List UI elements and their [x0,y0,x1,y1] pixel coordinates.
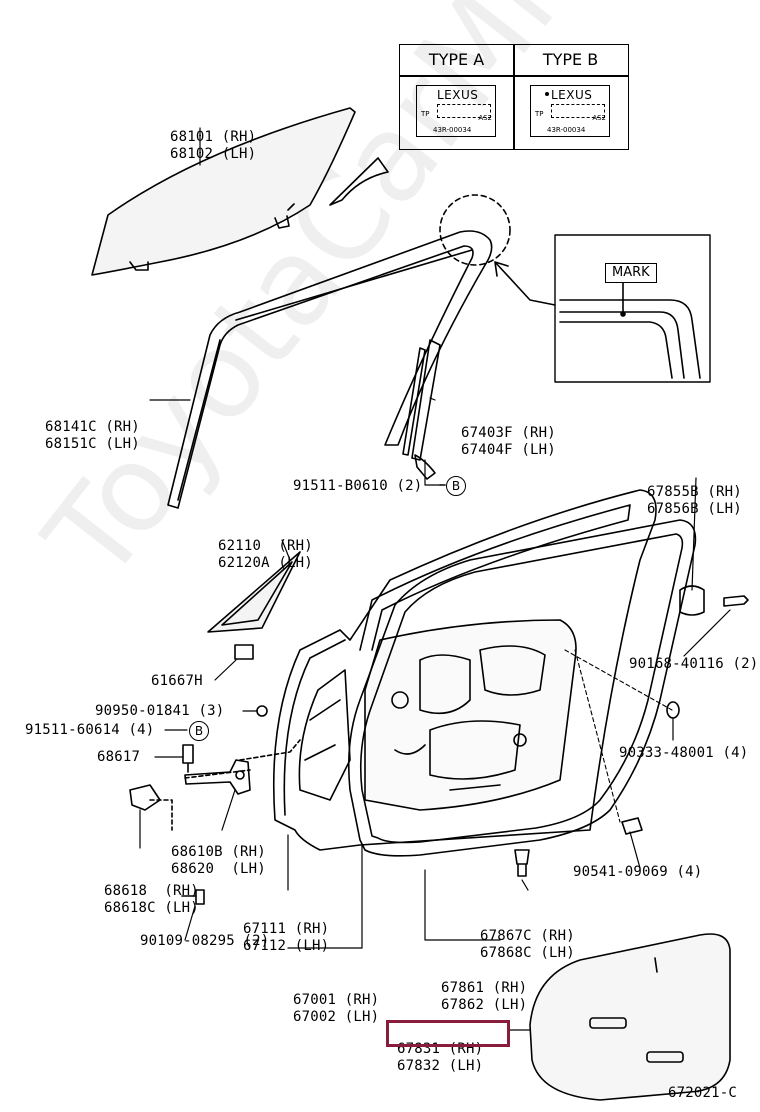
bolt-90950[interactable] [256,705,268,717]
clip-90541[interactable] [621,817,643,835]
clip-67867[interactable] [514,849,530,877]
label-door-inner[interactable]: 67111 (RH)67112 (LH) [243,921,330,954]
label-bolt-08295[interactable]: 90109-08295 (2) [140,933,270,949]
badge-tp: TP [421,110,430,118]
badge-as: AS2 [592,114,606,122]
badge-brand: LEXUS [551,88,593,102]
badge-code: 43R-00034 [433,126,472,134]
division-channel[interactable] [402,339,441,480]
badge-dashed [551,104,605,118]
detail-box [554,234,711,383]
type-b-header: TYPE B [542,50,599,69]
selected-part-highlight [386,1020,510,1047]
label-clip-09069[interactable]: 90541-09069 (4) [573,864,703,880]
table-divider-v [513,45,515,149]
type-a-header: TYPE A [428,50,485,69]
mark-dot [620,311,626,317]
label-door-seal[interactable]: 67861 (RH)67862 (LH) [441,980,528,1013]
type-table: TYPE A TYPE B LEXUS TP AS2 43R-00034 LEX… [399,44,629,150]
badge-type-b: LEXUS TP AS2 43R-00034 [530,85,610,137]
label-weatherstrip[interactable]: 67855B (RH)67856B (LH) [647,484,742,517]
hinge-assembly[interactable] [129,759,251,811]
corner-cover[interactable] [207,551,301,633]
badge-dashed [437,104,491,118]
mark-label: MARK [605,263,657,283]
leader-lines [139,127,731,1031]
detail-arrow [494,261,556,306]
dashed-leaders [564,649,673,823]
door-weatherstrip[interactable] [347,519,697,857]
label-plug-48001[interactable]: 90333-48001 (4) [619,745,749,761]
label-bolt-60614[interactable]: 91511-60614 (4) [25,722,155,738]
bolt-90109[interactable] [181,889,205,905]
door-inner-panel[interactable] [364,619,577,811]
hinge-dash [149,769,251,831]
clip-67855[interactable] [679,585,705,616]
plug-61667h[interactable] [234,644,254,660]
label-clip-67867[interactable]: 67867C (RH)67868C (LH) [480,928,575,961]
label-door-assy[interactable]: 67001 (RH)67002 (LH) [293,992,380,1025]
label-hinge[interactable]: 68610B (RH)68620 (LH) [171,844,266,877]
figure-code: 672021-C [668,1085,738,1101]
label-run[interactable]: 68141C (RH)68151C (LH) [45,419,140,452]
callout-b-1: B [446,476,466,496]
label-bolt-01841[interactable]: 90950-01841 (3) [95,703,225,719]
table-divider-h [400,75,628,77]
detail-circle [439,194,511,266]
callout-b-2: B [189,721,209,741]
badge-tp: TP [535,110,544,118]
badge-code: 43R-00034 [547,126,586,134]
plug-90333[interactable] [666,701,680,719]
hinge-dash-2 [239,739,301,761]
glass-run-channel[interactable] [167,230,493,509]
label-bolt-b0610[interactable]: 91511-B0610 (2) [293,478,423,494]
pin-68617[interactable] [182,744,194,773]
badge-mark-dot [545,92,549,96]
door-glass[interactable] [91,107,356,276]
label-glass[interactable]: 68101 (RH)68102 (LH) [170,129,257,162]
label-pin-68617[interactable]: 68617 [97,749,141,765]
badge-brand: LEXUS [437,88,479,102]
label-plug[interactable]: 61667H [151,673,203,689]
badge-type-a: LEXUS TP AS2 43R-00034 [416,85,496,137]
badge-as: AS2 [478,114,492,122]
service-hole-cover[interactable] [529,933,731,1101]
label-channel[interactable]: 67403F (RH)67404F (LH) [461,425,556,458]
label-hinge-lower[interactable]: 68618 (RH)68618C (LH) [104,883,199,916]
label-bolt-40116[interactable]: 90168-40116 (2) [629,656,759,672]
bolt-90168[interactable] [723,595,749,607]
detail-frame [559,299,701,379]
arrow-indicator [329,157,389,206]
label-corner-cover[interactable]: 62110 (RH)62120A (LH) [218,538,313,571]
